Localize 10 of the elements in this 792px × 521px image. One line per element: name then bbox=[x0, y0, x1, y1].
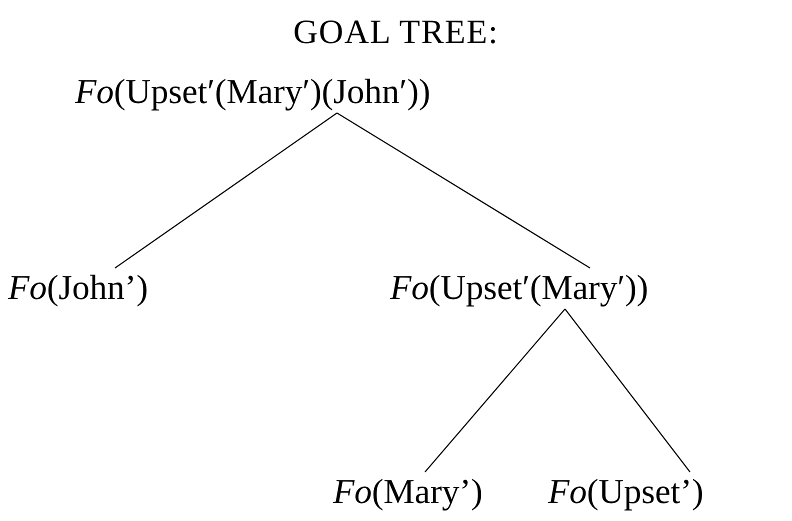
tree-branch-line bbox=[424, 308, 566, 472]
tree-node-text: Fo(Upset′(Mary′)) bbox=[390, 270, 648, 307]
tree-node-text: Fo(John’) bbox=[8, 270, 148, 307]
tree-node-text: Fo(Upset′(Mary′)(John′)) bbox=[75, 74, 430, 111]
tree-node-text: Fo(Upset’) bbox=[548, 474, 704, 511]
tree-branch-line bbox=[564, 308, 690, 472]
tree-node-text: Fo(Mary’) bbox=[333, 474, 483, 511]
tree-branch-line bbox=[114, 112, 338, 268]
diagram-title: GOAL TREE: bbox=[292, 14, 500, 52]
tree-branch-line bbox=[336, 112, 590, 269]
